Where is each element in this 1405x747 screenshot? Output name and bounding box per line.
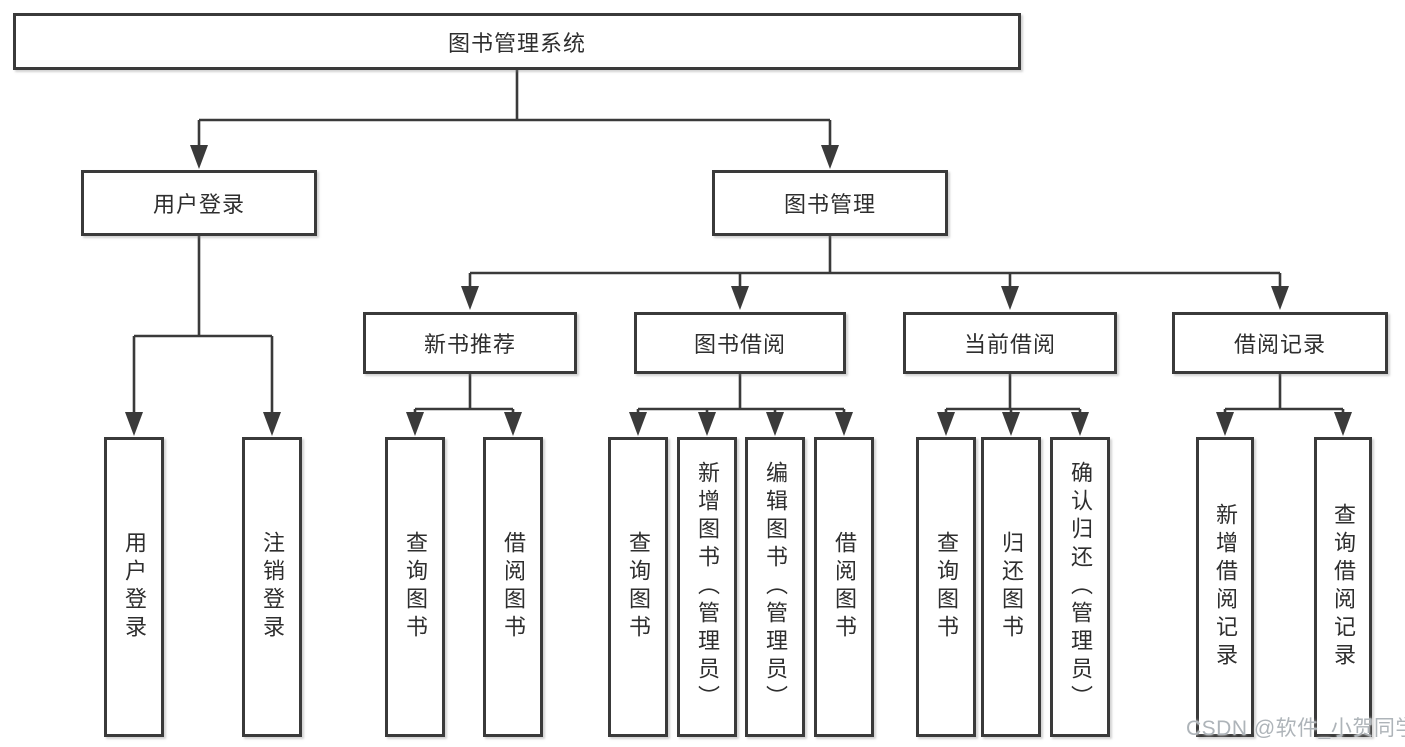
node-label: 用户登录 (122, 531, 147, 643)
node-label: 查询图书 (403, 531, 428, 643)
leaf-edit-book-admin: 编辑图书（管理员） (745, 437, 805, 737)
node-label: 新书推荐 (423, 332, 516, 357)
connector-book-borrow (636, 374, 846, 418)
node-label: 图书管理 (783, 192, 876, 217)
leaf-query-books-current: 查询图书 (916, 437, 976, 737)
node-label: 查询借阅记录 (1331, 503, 1356, 671)
node-library-management-system: 图书管理系统 (13, 13, 1021, 70)
connector-root (197, 70, 832, 148)
connector-borrow-records (1223, 374, 1345, 418)
node-book-borrow: 图书借阅 (634, 312, 846, 374)
node-label: 编辑图书（管理员） (763, 461, 788, 713)
node-label: 借阅图书 (501, 531, 526, 643)
leaf-confirm-return-admin: 确认归还（管理员） (1050, 437, 1110, 737)
node-new-book-recommend: 新书推荐 (363, 312, 577, 374)
node-label: 当前借阅 (963, 332, 1056, 357)
leaf-query-books-borrow: 查询图书 (608, 437, 668, 737)
connector-user-login (132, 236, 274, 415)
node-label: 新增借阅记录 (1213, 503, 1238, 671)
leaf-borrow-books: 借阅图书 (814, 437, 874, 737)
node-label: 借阅图书 (832, 531, 857, 643)
node-borrow-records: 借阅记录 (1172, 312, 1388, 374)
connector-current-borrow (944, 374, 1082, 418)
node-label: 注销登录 (260, 531, 285, 643)
connector-book-management (468, 236, 1282, 290)
node-user-login: 用户登录 (81, 170, 317, 236)
leaf-logout: 注销登录 (242, 437, 302, 737)
connector-new-book-recommend (413, 374, 515, 418)
leaf-add-borrow-record: 新增借阅记录 (1196, 437, 1254, 737)
node-current-borrow: 当前借阅 (903, 312, 1117, 374)
arrowheads (125, 145, 1352, 436)
node-label: 图书借阅 (693, 332, 786, 357)
node-label: 用户登录 (152, 192, 245, 217)
leaf-user-login: 用户登录 (104, 437, 164, 737)
node-book-management: 图书管理 (712, 170, 948, 236)
leaf-borrow-books-recommend: 借阅图书 (483, 437, 543, 737)
node-label: 归还图书 (999, 531, 1024, 643)
csdn-watermark: CSDN @软件_小贺同学 (1186, 717, 1405, 740)
node-label: 借阅记录 (1233, 332, 1326, 357)
leaf-query-books-recommend: 查询图书 (385, 437, 445, 737)
node-label: 图书管理系统 (447, 30, 586, 56)
node-label: 查询图书 (934, 531, 959, 643)
leaf-return-books: 归还图书 (981, 437, 1041, 737)
node-label: 新增图书（管理员） (695, 461, 720, 713)
leaf-query-borrow-record: 查询借阅记录 (1314, 437, 1372, 737)
node-label: 确认归还（管理员） (1068, 461, 1093, 713)
node-label: 查询图书 (626, 531, 651, 643)
leaf-add-book-admin: 新增图书（管理员） (677, 437, 737, 737)
